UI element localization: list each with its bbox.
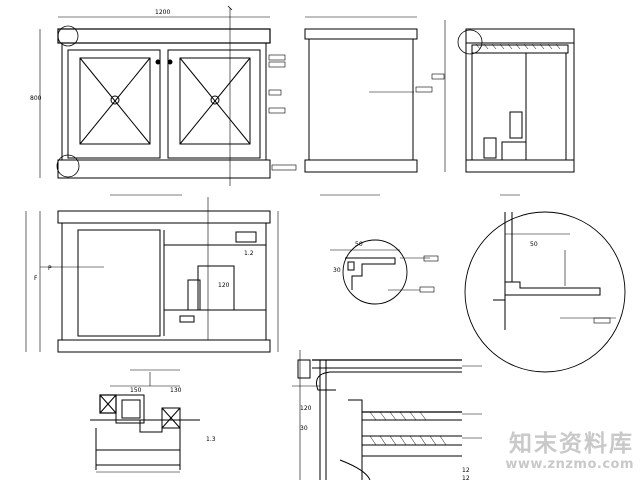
dim-o: 1200: [155, 9, 170, 16]
interior-elevation: [25, 197, 279, 371]
dim-d: 120: [218, 282, 230, 289]
section-elevation: [431, 20, 575, 196]
dimension-labels: 50 30 150 120 1.2 1.3 120 P F 12 130 30 …: [30, 9, 538, 480]
front-elevation: [39, 5, 297, 196]
dim-i: F: [34, 275, 38, 282]
dim-p: 12: [462, 475, 470, 480]
dim-m: 50: [530, 241, 538, 248]
profile-detail: [330, 239, 439, 305]
hatch-band: [369, 43, 561, 446]
watermark-title: 知末资料库: [509, 431, 634, 457]
dim-k: 130: [170, 387, 182, 394]
dim-g: 120: [300, 405, 312, 412]
dim-b: 30: [333, 267, 341, 274]
dim-l: 30: [300, 425, 308, 432]
dim-n: 800: [30, 95, 42, 102]
base-detail: [464, 211, 626, 373]
side-elevation: [304, 16, 433, 196]
watermark: 知末资料库 www.znzmo.com: [505, 431, 634, 472]
dim-h: P: [48, 265, 52, 272]
plan-section: [90, 372, 200, 473]
dim-c: 150: [130, 387, 142, 394]
dim-f: 1.3: [206, 436, 216, 443]
watermark-url: www.znzmo.com: [505, 457, 634, 472]
cornice-detail: [292, 350, 482, 480]
dim-j: 12: [462, 467, 470, 474]
dim-a: 50: [355, 241, 363, 248]
dim-e: 1.2: [244, 250, 254, 257]
